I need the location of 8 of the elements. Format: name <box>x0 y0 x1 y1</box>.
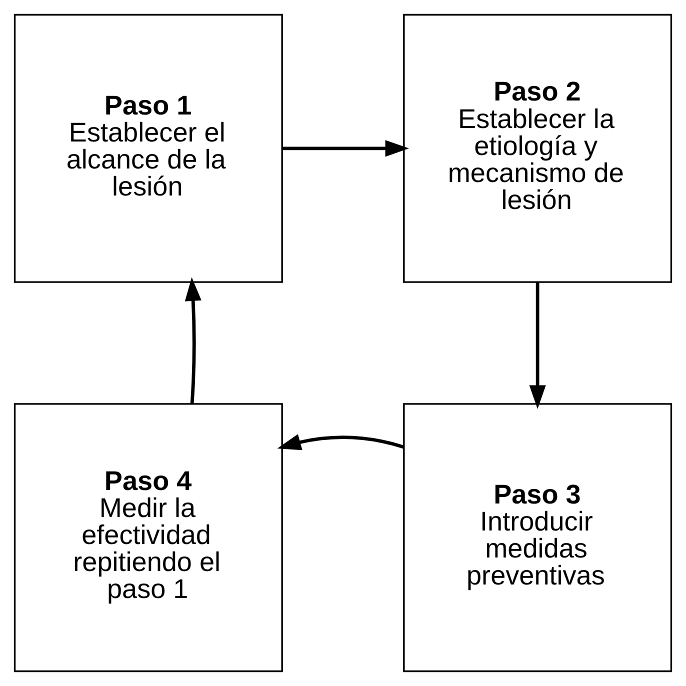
node-box: Paso 2 Establecer la etiología y mecanismo de lesión <box>403 14 672 283</box>
arrow <box>277 434 404 450</box>
arrow <box>529 282 546 409</box>
node-box: Paso 3 Introducir medidas preventivas <box>403 403 672 672</box>
node-box: Paso 4 Medir la efectividad repitiendo el paso 1 <box>14 403 283 672</box>
arrow <box>282 140 410 157</box>
node-box: Paso 1 Establecer el alcance de la lesión <box>14 14 283 283</box>
arrow <box>184 277 202 404</box>
